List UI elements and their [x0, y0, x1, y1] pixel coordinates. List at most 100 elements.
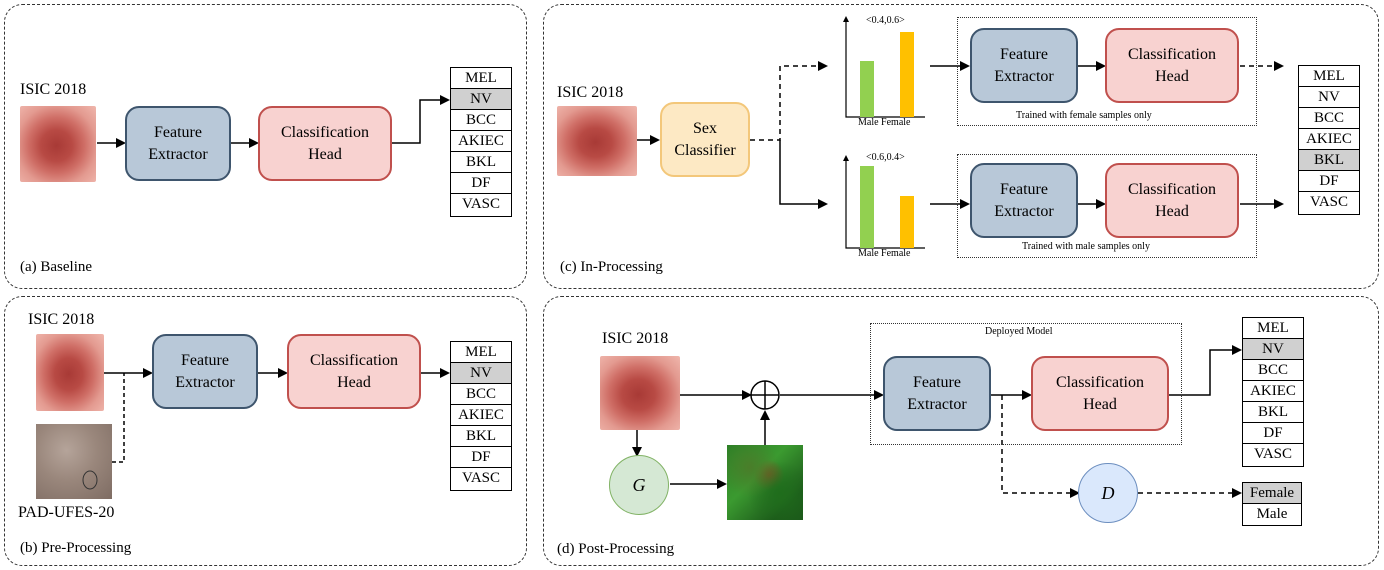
- fe-line-1: Feature: [181, 351, 229, 369]
- class-item-bcc: BCC: [451, 384, 511, 405]
- fe-line-2: Extractor: [907, 395, 967, 413]
- class-item-bkl: BKL: [1243, 402, 1303, 423]
- bar-male-male-branch: [860, 166, 874, 248]
- ch-line-1: Classification: [310, 351, 398, 369]
- bar-male-female-branch: [860, 61, 874, 117]
- panel-post-processing: [543, 296, 1379, 566]
- fe-line-1: Feature: [913, 373, 961, 391]
- fe-line-2: Extractor: [994, 202, 1054, 220]
- dataset-label: ISIC 2018: [28, 311, 95, 328]
- class-item-df: DF: [451, 173, 511, 194]
- class-item-mel: MEL: [1299, 66, 1359, 87]
- panel-label: (b) Pre-Processing: [20, 540, 132, 556]
- fe-line-1: Feature: [154, 123, 202, 141]
- lesion-image: [600, 356, 680, 430]
- lesion-image: [36, 334, 104, 411]
- class-item-bkl: BKL: [451, 426, 511, 447]
- class-item-mel: MEL: [451, 68, 511, 89]
- bar-label-female: Female: [881, 248, 911, 259]
- dataset-label: ISIC 2018: [602, 330, 669, 347]
- deployed-model-label: Deployed Model: [985, 326, 1053, 337]
- sex-item-female: Female: [1243, 483, 1301, 504]
- female-branch-note: Trained with female samples only: [1016, 110, 1152, 121]
- bar-label-male: Male: [858, 117, 879, 128]
- class-item-df: DF: [1299, 171, 1359, 192]
- panel-in-processing: [543, 4, 1379, 289]
- fe-line-2: Extractor: [148, 145, 208, 163]
- bar-label-male: Male: [858, 248, 879, 259]
- class-item-nv: NV: [451, 89, 511, 110]
- ch-line-1: Classification: [281, 123, 369, 141]
- fe-line-2: Extractor: [994, 67, 1054, 85]
- class-item-df: DF: [1243, 423, 1303, 444]
- class-item-bcc: BCC: [1299, 108, 1359, 129]
- class-item-nv: NV: [1299, 87, 1359, 108]
- class-item-vasc: VASC: [461, 196, 501, 212]
- deployed-model-frame: [870, 323, 1182, 445]
- ch-line-2: Head: [308, 145, 342, 163]
- lesion-image: [20, 106, 96, 182]
- lesion-image: [557, 106, 637, 176]
- ch-line-1: Classification: [1056, 373, 1144, 391]
- class-item-bkl: BKL: [451, 152, 511, 173]
- sc-line-1: Sex: [692, 119, 717, 137]
- class-item-akiec: AKIEC: [451, 405, 511, 426]
- bar-labels: Male Female: [858, 248, 910, 259]
- ch-line-2: Head: [1083, 395, 1117, 413]
- class-item-akiec: AKIEC: [451, 131, 511, 152]
- male-branch-note: Trained with male samples only: [1022, 241, 1150, 252]
- class-item-nv: NV: [451, 363, 511, 384]
- class-item-mel: MEL: [1243, 318, 1303, 339]
- ch-line-2: Head: [1155, 202, 1189, 220]
- fe-line-1: Feature: [1000, 45, 1048, 63]
- bar-female-male-branch: [900, 196, 914, 248]
- panel-pre-processing: [4, 296, 527, 566]
- class-item-vasc: VASC: [1253, 446, 1293, 462]
- bar-labels: Male Female: [858, 117, 910, 128]
- panel-label: (a) Baseline: [20, 259, 93, 275]
- bar-label-female: Female: [881, 117, 911, 128]
- class-item-vasc: VASC: [461, 470, 501, 486]
- bar-female-female-branch: [900, 32, 914, 117]
- panel-baseline: [4, 4, 527, 289]
- class-item-bcc: BCC: [1243, 360, 1303, 381]
- ratio-label-male-branch: <0.6,0.4>: [866, 152, 905, 163]
- pad-ufes-image: [36, 424, 112, 499]
- synthetic-image: [727, 445, 803, 520]
- dataset-label: ISIC 2018: [20, 81, 87, 98]
- male-model-frame: [957, 154, 1257, 258]
- fe-line-1: Feature: [1000, 180, 1048, 198]
- panel-label: (d) Post-Processing: [557, 541, 675, 557]
- dataset-label: ISIC 2018: [557, 84, 624, 101]
- class-item-bkl: BKL: [1299, 150, 1359, 171]
- ch-line-1: Classification: [1128, 180, 1216, 198]
- dataset2-label: PAD-UFES-20: [18, 504, 115, 521]
- sc-line-2: Classifier: [674, 141, 736, 159]
- class-item-mel: MEL: [451, 342, 511, 363]
- ch-line-2: Head: [337, 373, 371, 391]
- class-item-akiec: AKIEC: [1243, 381, 1303, 402]
- sex-item-male: Male: [1256, 506, 1288, 522]
- ch-line-2: Head: [1155, 67, 1189, 85]
- fe-line-2: Extractor: [175, 373, 235, 391]
- class-item-bcc: BCC: [451, 110, 511, 131]
- discriminator-node: D: [1078, 463, 1138, 523]
- generator-node: G: [609, 455, 669, 515]
